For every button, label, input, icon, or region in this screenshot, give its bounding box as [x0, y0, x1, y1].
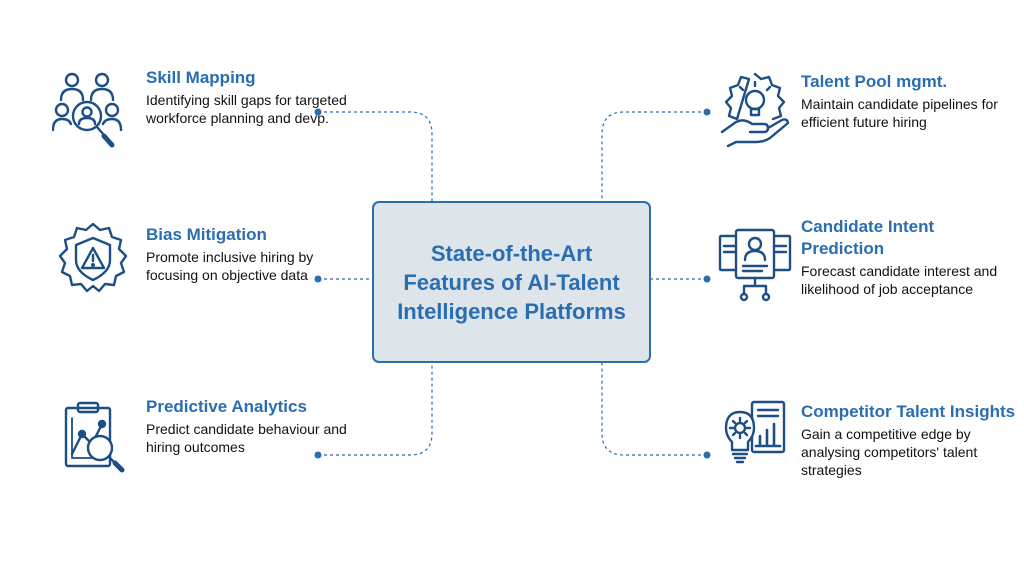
connector-dot-skill-mapping: [314, 108, 322, 116]
connector-dot-predictive-analytics: [314, 451, 322, 459]
feature-talent-pool: Talent Pool mgmt. Maintain candidate pip…: [801, 71, 1016, 131]
connector-dot-bias-mitigation: [314, 275, 322, 283]
feature-skill-mapping: Skill Mapping Identifying skill gaps for…: [146, 67, 361, 127]
connector-skill-mapping: [318, 111, 433, 201]
feature-title: Bias Mitigation: [146, 225, 267, 244]
gear-warning-icon: [52, 220, 134, 302]
connector-dot-talent-pool: [703, 108, 711, 116]
feature-title: Skill Mapping: [146, 68, 256, 87]
clipboard-chart-icon: [52, 398, 134, 480]
feature-description: Predict candidate behaviour and hiring o…: [146, 421, 347, 455]
feature-title: Talent Pool mgmt.: [801, 72, 948, 91]
bulb-gear-report-icon: [714, 398, 796, 480]
feature-description: Gain a competitive edge by analysing com…: [801, 426, 978, 478]
feature-title: Competitor Talent Insights: [801, 402, 1016, 421]
feature-bias-mitigation: Bias Mitigation Promote inclusive hiring…: [146, 224, 361, 284]
connector-dot-candidate-intent: [703, 275, 711, 283]
feature-candidate-intent: Candidate Intent Prediction Forecast can…: [801, 216, 1016, 298]
feature-description: Maintain candidate pipelines for efficie…: [801, 96, 998, 130]
feature-description: Identifying skill gaps for targeted work…: [146, 92, 347, 126]
center-title: State-of-the-Art Features of AI-Talent I…: [397, 240, 626, 324]
profile-documents-icon: [714, 226, 796, 308]
connector-predictive-analytics: [318, 363, 433, 456]
center-box: State-of-the-Art Features of AI-Talent I…: [372, 201, 651, 363]
connector-competitor-insights: [601, 363, 707, 456]
feature-title: Candidate Intent Prediction: [801, 217, 935, 258]
feature-title: Predictive Analytics: [146, 397, 307, 416]
gear-hand-lightbulb-icon: [714, 70, 796, 152]
feature-description: Forecast candidate interest and likeliho…: [801, 263, 998, 297]
feature-description: Promote inclusive hiring by focusing on …: [146, 249, 314, 283]
connector-talent-pool: [601, 111, 707, 201]
feature-competitor-insights: Competitor Talent Insights Gain a compet…: [801, 401, 1016, 479]
feature-predictive-analytics: Predictive Analytics Predict candidate b…: [146, 396, 361, 456]
people-search-icon: [52, 70, 134, 152]
connector-dot-competitor-insights: [703, 451, 711, 459]
